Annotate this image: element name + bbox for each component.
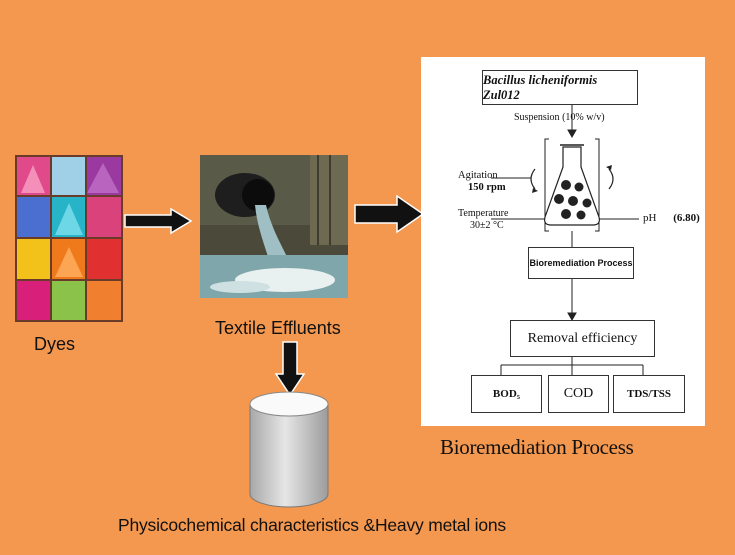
suspension-text: Suspension (10% w/v): [514, 112, 605, 123]
output-tds-label: TDS/TSS: [626, 388, 672, 400]
dyes-image: [15, 155, 123, 322]
output-cod-box: COD: [548, 375, 609, 413]
temperature-text: Temperature 30±2 °C: [458, 208, 508, 232]
analysis-cylinder: [249, 391, 329, 508]
ph-text: pH (6.80): [643, 212, 700, 224]
removal-efficiency-box: Removal efficiency: [510, 320, 655, 357]
suspension-label: Suspension: [514, 112, 560, 123]
output-bod-label: BOD₅: [492, 388, 521, 400]
output-bod-box: BOD₅: [471, 375, 542, 413]
removal-efficiency-label: Removal efficiency: [527, 330, 638, 346]
temperature-label: Temperature: [458, 208, 509, 219]
ph-label: pH: [643, 212, 657, 224]
suspension-value: (10% w/v): [562, 112, 605, 123]
arrow-effluents-to-analysis: [274, 341, 306, 397]
process-flow-lines: [491, 105, 644, 375]
dyes-label: Dyes: [34, 334, 76, 354]
arrow-dyes-to-effluents: [124, 207, 193, 235]
textile-effluents-image: [200, 155, 348, 298]
ph-value: (6.80): [673, 212, 700, 224]
arrow-effluents-to-process: [354, 194, 425, 234]
organism-box: Bacillus licheniformis Zul012: [482, 70, 638, 105]
flask-icon: [530, 144, 614, 226]
agitation-value: 150 rpm: [468, 182, 506, 193]
bioremediation-box-label: Bioremediation Process: [529, 258, 633, 268]
physchem-label: Physicochemical characteristics &Heavy m…: [118, 515, 506, 535]
organism-label: Bacillus licheniformis Zul012: [483, 72, 598, 102]
effluents-label: Textile Effluents: [215, 318, 341, 338]
agitation-text: Agitation 150 rpm: [458, 170, 506, 194]
output-tds-box: TDS/TSS: [613, 375, 685, 413]
process-caption: Bioremediation Process: [440, 435, 634, 459]
agitation-label: Agitation: [458, 170, 498, 181]
temperature-value: 30±2 °C: [470, 220, 504, 231]
output-cod-label: COD: [563, 386, 594, 401]
bioremediation-box: Bioremediation Process: [528, 247, 634, 279]
